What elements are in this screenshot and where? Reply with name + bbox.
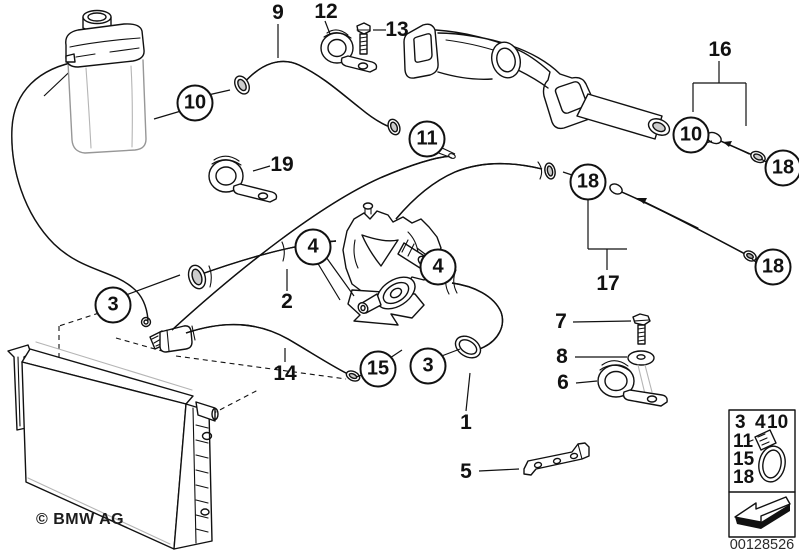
part-label-19: 19 xyxy=(270,153,294,176)
circled-callout-11: 11 xyxy=(408,120,446,158)
radiator xyxy=(7,344,219,550)
vent-hose xyxy=(11,60,152,328)
copyright-notice: © BMW AG xyxy=(36,511,125,528)
water-pipe-assembly xyxy=(403,23,671,140)
image-number: 00128526 xyxy=(729,537,795,553)
circled-callout-18: 18 xyxy=(754,248,792,286)
circled-callout-3: 3 xyxy=(94,286,132,324)
pipe-clamp-6 xyxy=(597,360,668,407)
circled-callout-10: 10 xyxy=(672,116,710,154)
leader-lines xyxy=(125,20,769,472)
part-label-13: 13 xyxy=(385,18,409,41)
thermostat-water-pump xyxy=(342,202,442,326)
circled-callout-18: 18 xyxy=(764,149,799,187)
hose-16 xyxy=(706,131,766,164)
expansion-tank xyxy=(65,9,147,154)
part-label-7: 7 xyxy=(555,310,567,333)
part-label-8: 8 xyxy=(556,345,568,368)
hose-9 xyxy=(234,60,401,136)
part-label-5: 5 xyxy=(460,460,472,483)
circled-callout-3: 3 xyxy=(409,347,447,385)
pipe-clamp-19 xyxy=(208,155,278,203)
legend-number: 4 xyxy=(755,412,766,433)
hose-clamp-icon xyxy=(747,429,786,483)
hose-17 xyxy=(609,183,757,262)
circled-callout-15: 15 xyxy=(359,350,397,388)
legend-number: 3 xyxy=(735,412,746,433)
legend-number: 18 xyxy=(733,467,755,488)
bolt-13 xyxy=(356,22,371,55)
part-label-9: 9 xyxy=(272,1,284,24)
bolt-7 xyxy=(632,313,651,345)
heater-hose xyxy=(395,161,556,220)
direction-arrow-icon xyxy=(734,496,791,529)
washer-8 xyxy=(627,350,655,395)
pipe-clamp-12 xyxy=(320,29,378,73)
part-label-16: 16 xyxy=(708,38,732,61)
legend-number: 15 xyxy=(733,449,755,470)
part-label-17: 17 xyxy=(596,272,620,295)
circled-callout-18: 18 xyxy=(569,163,607,201)
part-label-12: 12 xyxy=(314,0,338,23)
hose-14 xyxy=(185,323,361,382)
bracket-5 xyxy=(523,442,590,476)
hose-1 xyxy=(445,269,504,359)
legend-number: 10 xyxy=(767,412,789,433)
circled-callout-10: 10 xyxy=(176,84,214,122)
part-label-6: 6 xyxy=(557,371,569,394)
part-label-1: 1 xyxy=(460,411,472,434)
part-label-14: 14 xyxy=(273,362,297,385)
bleed-fitting xyxy=(149,325,193,353)
circled-callout-4: 4 xyxy=(294,228,332,266)
circled-callout-4: 4 xyxy=(419,248,457,286)
legend-number: 11 xyxy=(733,431,754,452)
part-label-2: 2 xyxy=(281,290,293,313)
